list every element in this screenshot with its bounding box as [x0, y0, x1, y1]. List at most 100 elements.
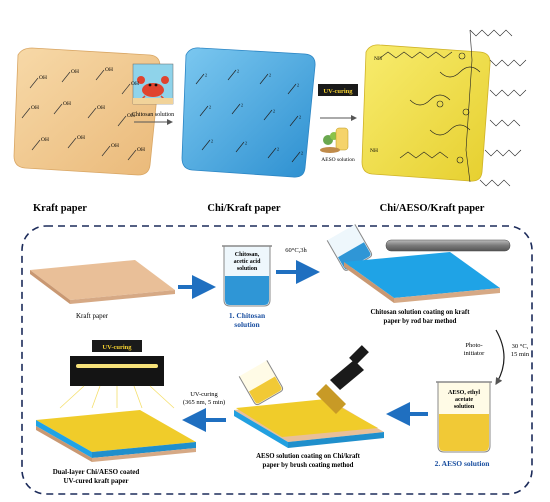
nh2-label: 2 — [301, 151, 303, 156]
oh-label: OH — [131, 81, 139, 87]
nh2-label: 2 — [269, 73, 271, 78]
nh2-bond-line — [289, 115, 299, 127]
oh-label: OH — [41, 137, 49, 143]
svg-text:UV-curing: UV-curing — [323, 88, 353, 95]
nh2-bond-line — [199, 105, 209, 117]
nh2-bond-line — [291, 151, 301, 163]
oh-label: OH — [77, 135, 85, 141]
nh2-bond-line — [267, 147, 277, 159]
nh2-label: 2 — [277, 147, 279, 152]
oh-label: OH — [63, 101, 71, 107]
oh-label: OH — [97, 105, 105, 111]
final-layered-board — [36, 410, 196, 462]
crab-icon — [132, 63, 174, 105]
uv-condition-line2: (365 nm, 5 min) — [183, 399, 225, 406]
nh2-label: 2 — [237, 69, 239, 74]
curved-arrow — [495, 329, 505, 386]
nh2-bond-line — [287, 83, 297, 95]
nh-label-1: NH — [374, 56, 382, 62]
oh-bond-line — [21, 107, 31, 119]
brush-coating-board — [234, 399, 384, 448]
kraft-board — [30, 260, 175, 304]
nh2-label: 2 — [211, 139, 213, 144]
uv-condition-line1: UV-curing — [190, 391, 218, 398]
nh2-bond-line — [201, 139, 211, 151]
final-caption-line2: UV-cured kraft paper — [63, 477, 128, 485]
step2-label: 2. AESO solution — [435, 459, 491, 468]
aeso-bottle-icon — [320, 127, 349, 153]
oh-label: OH — [39, 75, 47, 81]
oh-bond-line — [67, 137, 77, 149]
chitosan-solution-arrow-label: Chitosan solution — [132, 112, 174, 118]
oh-bond-line — [87, 107, 97, 119]
beaker2-line2: acetate — [455, 397, 473, 403]
oh-bond-line — [31, 139, 41, 151]
aeso-molecular-network — [379, 29, 527, 187]
oh-bond-line — [61, 71, 71, 83]
oh-label: OH — [71, 69, 79, 75]
nh2-label: 2 — [241, 103, 243, 108]
beaker-aeso — [436, 381, 492, 453]
nh2-bond-line — [259, 73, 269, 85]
oh-label: OH — [111, 143, 119, 149]
photoinitiator-line1: Photo- — [465, 342, 482, 349]
nh2-bond-line — [235, 141, 245, 153]
nh2-bond-line — [227, 69, 237, 81]
oh-bond-line — [101, 145, 111, 157]
nh2-label: 2 — [297, 83, 299, 88]
nh2-bond-line — [231, 103, 241, 115]
brush-icon — [316, 345, 369, 414]
oh-label: OH — [31, 105, 39, 111]
rod-bar — [385, 239, 511, 252]
condition-30c-line1: 30 °C, — [512, 343, 529, 350]
oh-bond-line — [29, 77, 39, 89]
condition-60c: 60°C,3h — [285, 247, 307, 254]
nh2-label: 2 — [205, 73, 207, 78]
oh-bond-line — [53, 103, 63, 115]
condition-30c-line2: 15 min — [511, 351, 530, 358]
step1-line2: solution — [234, 320, 260, 329]
brush-caption-line2: paper by brush coating method — [263, 462, 354, 469]
beaker2-line1: AESO, ethyl — [448, 390, 480, 396]
beaker1-line1: Chitosan, — [235, 252, 260, 258]
nh2-bond-line — [195, 73, 205, 85]
brush-caption-line1: AESO solution coating on Chi/kraft — [256, 453, 361, 460]
kraft-paper-step-label: Kraft paper — [76, 312, 109, 320]
beaker-chitosan — [222, 245, 272, 307]
coating-caption-line1: Chitosan solution coating on kraft — [371, 309, 471, 316]
oh-label: OH — [137, 147, 145, 153]
nh2-label: 2 — [245, 141, 247, 146]
kraft-paper-label: Kraft paper — [33, 203, 87, 214]
oh-bond-line — [117, 115, 127, 127]
beaker1-line2: acetic acid — [234, 259, 261, 265]
oh-bond-line — [121, 83, 131, 95]
oh-bond-line — [127, 149, 137, 161]
step1-line1: 1. Chitosan — [229, 311, 266, 320]
process-border — [21, 225, 533, 495]
nh2-label: 2 — [273, 109, 275, 114]
kraft-paper-sheet — [13, 47, 161, 176]
chitosan-coated-board — [344, 252, 500, 303]
uv-curing-small-box: UV-curing — [318, 84, 358, 96]
nh2-bond-line — [263, 109, 273, 121]
final-caption-line1: Dual-layer Chi/AESO coated — [53, 468, 140, 476]
oh-bond-line — [95, 69, 105, 81]
pouring-beaker-aeso — [238, 360, 284, 406]
aeso-solution-small-label: AESO solution — [321, 157, 355, 163]
beaker1-line3: solution — [237, 266, 258, 272]
beaker2-line3: solution — [454, 404, 475, 410]
chi-kraft-paper-label: Chi/Kraft paper — [207, 203, 281, 214]
chi-aeso-kraft-paper-label: Chi/AESO/Kraft paper — [380, 203, 485, 214]
nh2-label: 2 — [299, 115, 301, 120]
oh-label: OH — [105, 67, 113, 73]
coating-caption-line2: paper by rod bar method — [384, 318, 457, 325]
uv-box-label: UV-curing — [102, 344, 132, 351]
nh2-label: 2 — [209, 105, 211, 110]
uv-lamp: UV-curing — [59, 340, 175, 409]
chi-aeso-kraft-paper-sheet — [361, 44, 491, 182]
oh-label: OH — [127, 113, 135, 119]
nh-label-2: NH — [370, 148, 378, 154]
chi-kraft-paper-sheet — [181, 47, 316, 178]
photoinitiator-line2: initiator — [464, 350, 485, 357]
